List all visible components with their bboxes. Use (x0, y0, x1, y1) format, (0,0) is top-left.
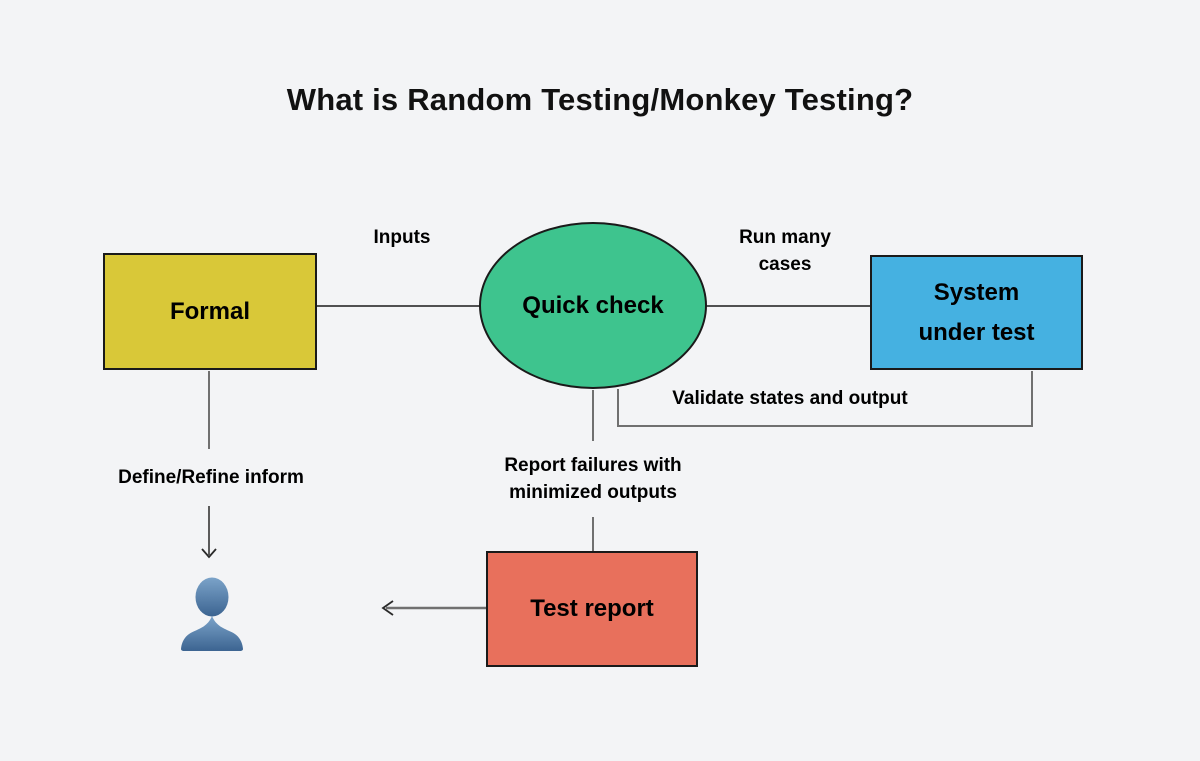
user-head (195, 577, 229, 617)
arrowhead-down (201, 548, 217, 559)
node-test-report: Test report (486, 551, 698, 667)
node-quick-check: Quick check (479, 222, 707, 389)
edge-label-inputs: Inputs (373, 227, 431, 248)
user-shoulders (181, 616, 243, 651)
edge-label-report-failures: Report failures with minimized outputs (504, 455, 682, 503)
node-formal: Formal (103, 253, 317, 370)
page-title: What is Random Testing/Monkey Testing? (286, 82, 914, 117)
node-system-under-test: System under test (870, 255, 1083, 370)
arrowhead-left (381, 600, 394, 616)
user-silhouette-icon (181, 577, 243, 651)
edge-label-validate-states: Validate states and output (672, 388, 908, 409)
edge-label-run-many-cases: Run many cases (739, 227, 831, 275)
edge-label-define-refine: Define/Refine inform (118, 467, 304, 488)
